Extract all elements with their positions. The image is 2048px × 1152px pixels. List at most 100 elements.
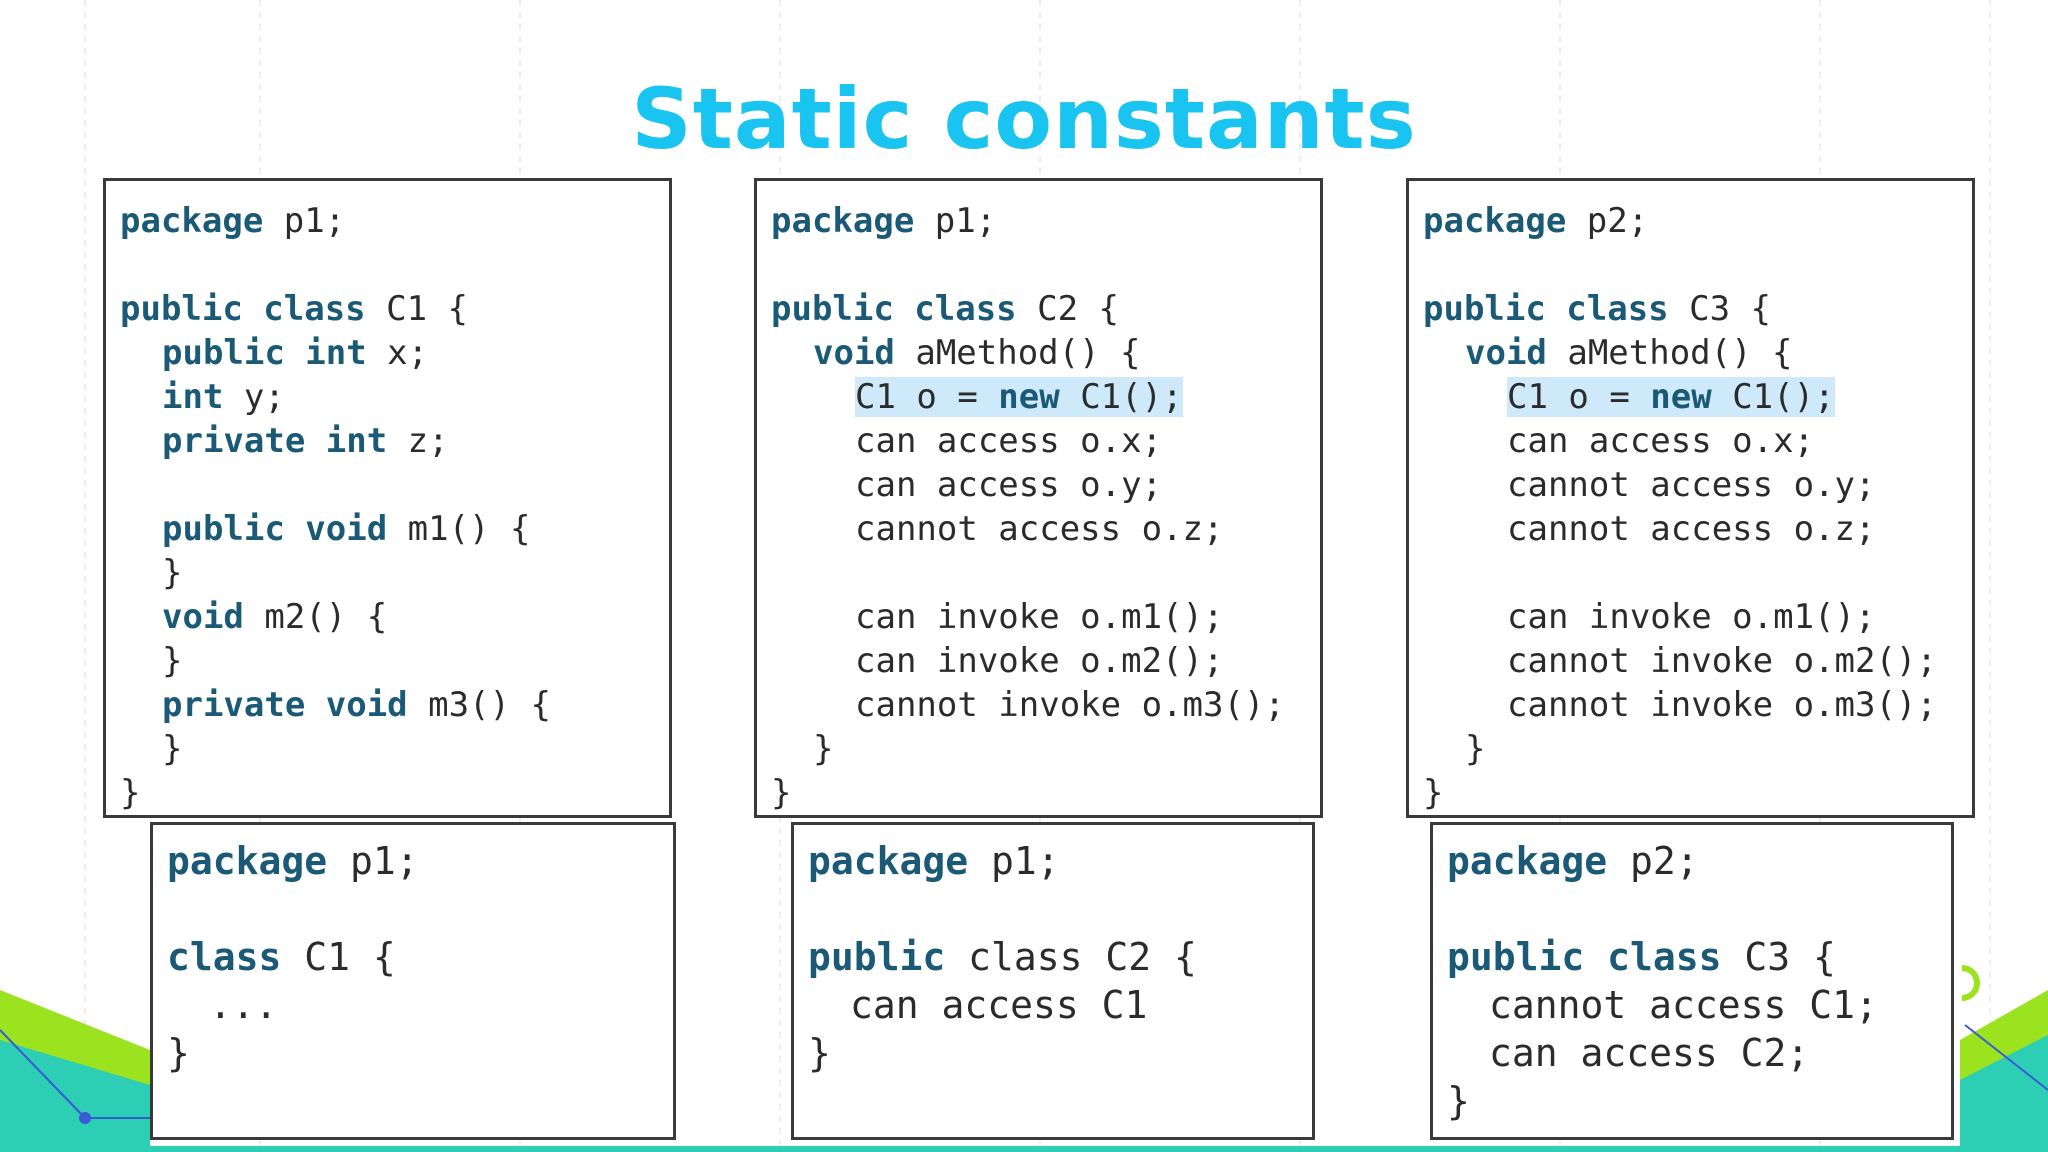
code-line: cannot invoke o.m3(); <box>771 683 1320 727</box>
blank-line <box>1447 885 1951 933</box>
code-panel-c3-class: package p2;public class C3 {cannot acces… <box>1430 822 1954 1140</box>
code-plain: C1(); <box>1711 377 1835 417</box>
code-text: can access o.x; <box>855 421 1162 461</box>
code-text: } <box>162 553 182 593</box>
code-panel-c1-members: package p1; public class C1 {public int x… <box>103 178 672 818</box>
code-text: } <box>167 1031 190 1075</box>
code-line: can access o.y; <box>771 463 1320 507</box>
code-keyword: public class <box>120 289 366 329</box>
code-plain: C2 { <box>1016 289 1119 329</box>
code-plain: } <box>167 1031 190 1075</box>
code-keyword: private void <box>162 685 408 725</box>
code-text: } <box>813 729 833 769</box>
code-keyword: public class <box>1447 935 1722 979</box>
code-plain: C1 o = <box>855 377 999 417</box>
code-line: public void m1() { <box>120 507 669 551</box>
code-line: public int x; <box>120 331 669 375</box>
code-plain: cannot access o.y; <box>1507 465 1876 505</box>
code-text: can invoke o.m1(); <box>1507 597 1875 637</box>
code-line: } <box>120 639 669 683</box>
code-text: public class C3 { <box>1423 289 1771 329</box>
code-line: can access o.x; <box>771 419 1320 463</box>
code-plain: can access o.x; <box>1507 421 1815 461</box>
code-plain: p2; <box>1607 839 1699 883</box>
code-keyword: int <box>162 377 224 417</box>
code-line: public class C1 { <box>120 287 669 331</box>
code-line: } <box>808 1029 1312 1077</box>
code-line: package p1; <box>120 199 669 243</box>
code-line: } <box>1423 771 1972 815</box>
code-plain: cannot access C1; <box>1489 983 1878 1027</box>
code-keyword: new <box>998 377 1060 417</box>
code-plain: C1 { <box>281 935 396 979</box>
code-text: package p1; <box>120 201 345 241</box>
code-line: private void m3() { <box>120 683 669 727</box>
code-line: can access C2; <box>1447 1029 1951 1077</box>
code-text: ... <box>209 983 278 1027</box>
code-text: can access C1 <box>850 983 1147 1027</box>
code-line: class C1 { <box>167 933 673 981</box>
code-plain: } <box>771 773 792 813</box>
code-text: } <box>1423 773 1443 813</box>
code-panel-c3-other-package: package p2; public class C3 {void aMethod… <box>1406 178 1975 818</box>
code-keyword: package <box>167 839 328 883</box>
code-plain: } <box>808 1031 831 1075</box>
blank-line <box>1423 551 1972 595</box>
blank-line <box>167 885 673 933</box>
blank-line <box>808 885 1312 933</box>
code-plain: } <box>1465 729 1486 769</box>
code-plain: m3() { <box>407 685 551 725</box>
code-line: C1 o = new C1(); <box>1423 375 1972 419</box>
code-line: } <box>1423 727 1972 771</box>
code-line: void m2() { <box>120 595 669 639</box>
code-text: public void m1() { <box>162 509 530 549</box>
code-plain: cannot access o.z; <box>1507 509 1876 549</box>
code-text: cannot access o.z; <box>1507 509 1875 549</box>
blank-line <box>771 551 1320 595</box>
code-text: public class C3 { <box>1447 935 1836 979</box>
code-plain: p1; <box>914 201 997 241</box>
code-line: public class C2 { <box>771 287 1320 331</box>
blank-line <box>1423 243 1972 287</box>
code-text: } <box>1447 1079 1470 1123</box>
code-line: package p1; <box>167 837 673 885</box>
code-plain: can access o.y; <box>855 465 1163 505</box>
code-plain: z; <box>387 421 449 461</box>
code-plain: can invoke o.m1(); <box>1507 597 1876 637</box>
right-corner-shape <box>1960 965 2048 1152</box>
code-plain: m1() { <box>387 509 531 549</box>
blank-line <box>771 243 1320 287</box>
code-plain: p1; <box>327 839 419 883</box>
code-text: public class C1 { <box>120 289 468 329</box>
code-text: can access o.y; <box>855 465 1162 505</box>
code-line: } <box>167 1029 673 1077</box>
code-keyword: void <box>162 597 244 637</box>
code-panel-c2-class: package p1;public class C2 {can access C… <box>791 822 1315 1140</box>
code-text: cannot invoke o.m2(); <box>1507 641 1937 681</box>
code-text: cannot access o.z; <box>855 509 1223 549</box>
blank-line <box>120 463 669 507</box>
code-keyword: void <box>813 333 895 373</box>
code-keyword: package <box>808 839 969 883</box>
code-text: } <box>162 641 182 681</box>
code-line: cannot access o.y; <box>1423 463 1972 507</box>
code-text: public int x; <box>162 333 428 373</box>
code-plain: p2; <box>1566 201 1649 241</box>
code-line: } <box>120 771 669 815</box>
code-line: int y; <box>120 375 669 419</box>
code-line: can access o.x; <box>1423 419 1972 463</box>
code-text: } <box>771 773 791 813</box>
code-line: cannot access C1; <box>1447 981 1951 1029</box>
code-plain: aMethod() { <box>1546 333 1793 373</box>
code-line: } <box>120 551 669 595</box>
code-text: void aMethod() { <box>1465 333 1793 373</box>
code-text: package p1; <box>167 839 419 883</box>
code-plain: x; <box>366 333 429 373</box>
code-line: cannot invoke o.m3(); <box>1423 683 1972 727</box>
code-line: package p2; <box>1423 199 1972 243</box>
code-line: cannot access o.z; <box>1423 507 1972 551</box>
code-text: private int z; <box>162 421 449 461</box>
bottom-stripe <box>0 1146 2048 1152</box>
code-keyword: public void <box>162 509 388 549</box>
code-line: cannot invoke o.m2(); <box>1423 639 1972 683</box>
